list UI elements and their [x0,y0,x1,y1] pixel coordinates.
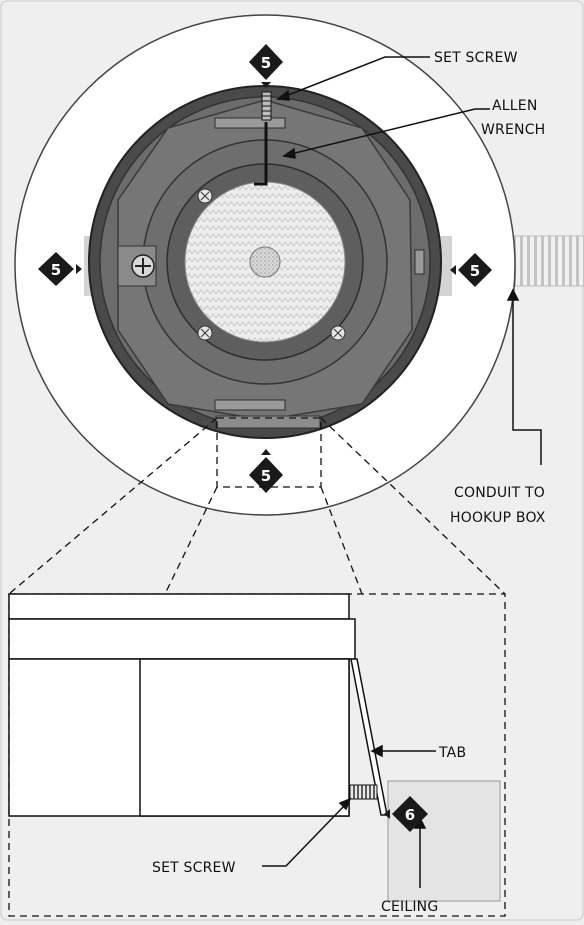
set-screw-top [261,91,272,121]
lens-screws [197,188,346,341]
label-allen-wrench-2: WRENCH [481,122,545,138]
detail-view [8,593,501,902]
label-tab: TAB [438,745,466,761]
side-screw [117,245,157,287]
badge-top: 5 [249,44,283,88]
label-conduit-2: HOOKUP BOX [450,510,546,526]
zoom-lines [8,417,506,917]
badge-left-number: 5 [51,261,61,279]
badge-ceiling: 6 [384,796,428,832]
ceiling-block [387,780,501,902]
badge-bottom: 5 [249,449,283,493]
label-ceiling: CEILING [381,899,438,915]
set-screw-detail [349,784,378,800]
label-set-screw-top: SET SCREW [434,50,518,66]
badge-right-number: 5 [470,262,480,280]
label-allen-wrench-1: ALLEN [492,98,538,114]
badge-left: 5 [38,252,82,286]
badge-ceiling-number: 6 [405,806,415,824]
housing [84,85,452,439]
label-set-screw-bottom: SET SCREW [152,860,236,876]
label-conduit-1: CONDUIT TO [454,485,545,501]
clips [214,117,425,411]
callout-lines-top [276,56,542,465]
badge-bottom-number: 5 [261,467,271,485]
badge-top-number: 5 [261,54,271,72]
center-element [249,246,281,278]
callout-lines-bottom [262,744,436,888]
allen-wrench [254,122,268,186]
badge-right: 5 [450,253,492,287]
